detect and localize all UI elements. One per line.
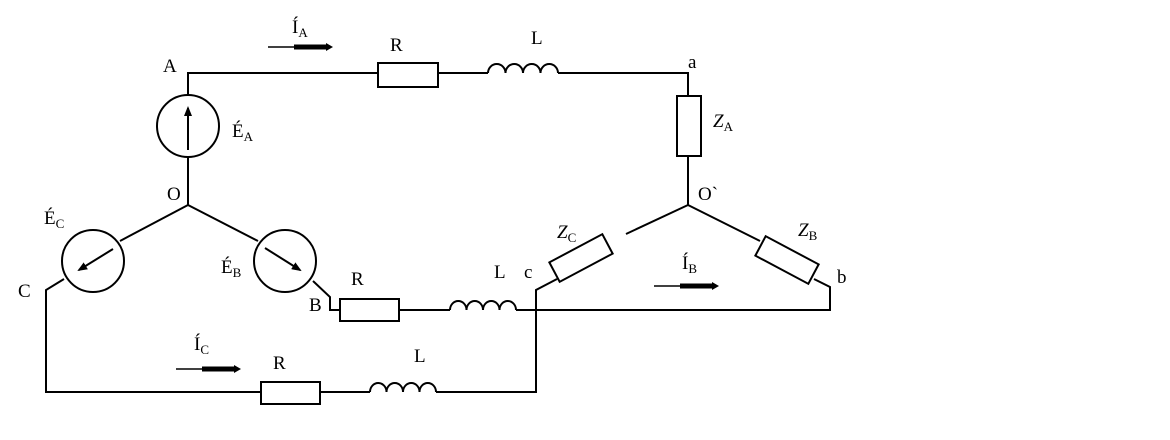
label-R-phase-C: R <box>273 353 286 374</box>
label-EA: ÉA <box>232 120 254 144</box>
label-EB: ÉB <box>221 256 242 280</box>
node-label-A: A <box>163 56 177 77</box>
label-IB: ÍB <box>682 252 697 276</box>
wire-Oprime-to-ZC <box>625 204 689 235</box>
inductor-L-phase-C <box>369 382 437 393</box>
label-IC: ÍC <box>194 333 209 357</box>
wire-EB-to-B <box>312 280 340 311</box>
current-arrow-IA <box>268 43 333 51</box>
label-EC: ÉC <box>44 207 64 231</box>
node-label-O-prime: O` <box>698 184 718 205</box>
wire-A-to-resistor <box>187 72 378 95</box>
current-arrow-IC <box>176 365 241 373</box>
label-R-phase-B: R <box>351 269 364 290</box>
label-IA: ÍA <box>292 16 308 40</box>
node-label-C: C <box>18 281 31 302</box>
wire-EC-to-C <box>45 278 261 393</box>
inductor-L-phase-B <box>449 300 517 311</box>
label-R-phase-A: R <box>390 35 403 56</box>
wires <box>45 72 831 393</box>
impedance-ZA <box>676 95 702 157</box>
label-L-phase-A: L <box>531 28 543 49</box>
resistor-R-phase-B <box>339 298 400 322</box>
current-arrow-IB <box>654 282 719 290</box>
wire-Oprime-to-ZB <box>687 204 761 242</box>
resistor-R-phase-C <box>260 381 321 405</box>
node-label-b: b <box>837 267 847 288</box>
label-L-phase-C: L <box>414 346 426 367</box>
wire-inductor-to-c <box>436 278 558 393</box>
impedance-ZC <box>547 232 615 284</box>
wire-O-to-EB <box>187 204 259 242</box>
wire-inductor-to-b <box>516 278 831 311</box>
node-label-B: B <box>309 295 322 316</box>
impedance-ZB <box>753 234 821 286</box>
source-EB <box>253 229 317 293</box>
label-ZA: ZA <box>713 111 734 134</box>
resistor-R-phase-A <box>377 62 439 88</box>
wire-inductor-to-a <box>558 72 689 96</box>
source-EA <box>156 94 220 158</box>
label-L-phase-B: L <box>494 262 506 283</box>
wire-O-to-EC <box>119 204 189 242</box>
label-ZB: ZB <box>798 220 818 243</box>
node-label-O: O <box>167 184 181 205</box>
inductor-L-phase-A <box>487 63 559 74</box>
label-ZC: ZC <box>557 222 576 245</box>
node-label-a: a <box>688 52 697 73</box>
node-label-c: c <box>524 262 532 283</box>
source-EC <box>61 229 125 293</box>
